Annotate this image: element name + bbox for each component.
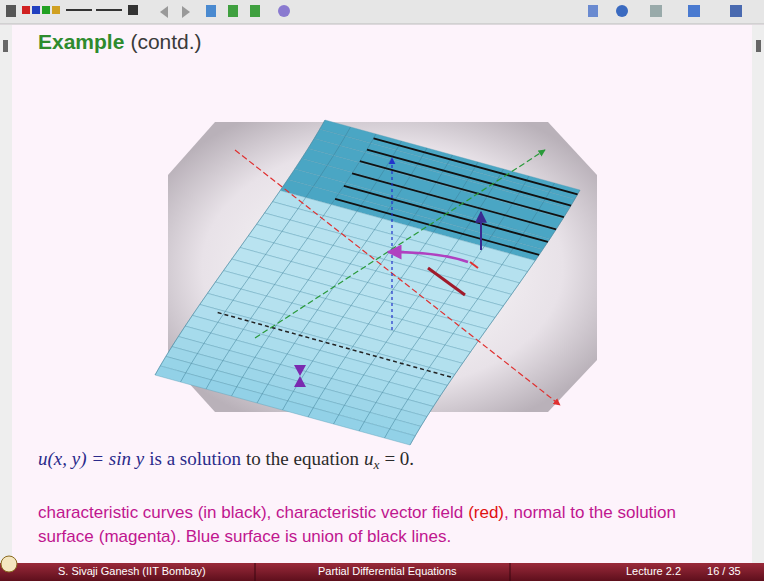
text-row: Example(contd.) [38, 30, 202, 54]
characteristic-curve [374, 138, 578, 194]
caption-text: characteristic curves (in black), charac… [38, 503, 463, 523]
dotted-curve [218, 313, 453, 378]
slide-title: Example [38, 30, 124, 54]
toolbar-icons [6, 5, 742, 18]
statement-text: to the equation [246, 448, 359, 470]
characteristic-curves [218, 138, 578, 377]
caption-text: , normal to the solution [504, 503, 676, 523]
text-row: characteristic curves (in black), charac… [38, 503, 676, 523]
grid-line [155, 120, 325, 375]
footer-bar [0, 563, 764, 581]
characteristic-vector [428, 268, 465, 295]
title-suffix: (contd.) [130, 30, 201, 54]
caption-text: (red) [468, 503, 504, 523]
solution-surface [155, 120, 580, 445]
characteristic-curve [352, 173, 556, 229]
z-axis [391, 158, 392, 330]
normal-vector [388, 252, 468, 262]
grid-line [181, 127, 351, 382]
characteristic-curve [335, 199, 539, 255]
footer-author: S. Sivaji Ganesh (IIT Bombay) [58, 565, 206, 577]
vertical-vector [480, 212, 482, 250]
x-axis [235, 150, 560, 405]
grid-line [206, 134, 376, 389]
text-row: u(x, y) = sin yis a solutionto the equat… [38, 448, 414, 470]
footer-lecture: Lecture 2.2 [626, 565, 681, 577]
text-row: surface(magenta). Blue surface is union … [38, 527, 451, 547]
toolbar [0, 0, 764, 24]
formula: = 0. [384, 448, 414, 470]
text-row: Partial Differential Equations [318, 565, 457, 577]
characteristic-curve [367, 150, 571, 206]
characteristic-curve [360, 161, 564, 217]
formula: u [364, 448, 374, 470]
formula: u(x, y) = sin y [38, 448, 144, 470]
footer-course: Partial Differential Equations [318, 565, 457, 577]
subscript: x [373, 457, 379, 473]
text-row: Lecture 2.2 16 / 35 [626, 565, 741, 577]
y-axis [255, 150, 545, 338]
caption-text: surface [38, 527, 94, 547]
logo [1, 556, 17, 572]
page-number: 16 / 35 [707, 565, 741, 577]
hourglass-marker [294, 365, 306, 387]
caption-text: (magenta) [99, 527, 176, 547]
caption-text: . Blue surface is union of black lines. [176, 527, 451, 547]
text-row: S. Sivaji Ganesh (IIT Bombay) [58, 565, 206, 577]
statement-text: is a solution [149, 448, 241, 470]
